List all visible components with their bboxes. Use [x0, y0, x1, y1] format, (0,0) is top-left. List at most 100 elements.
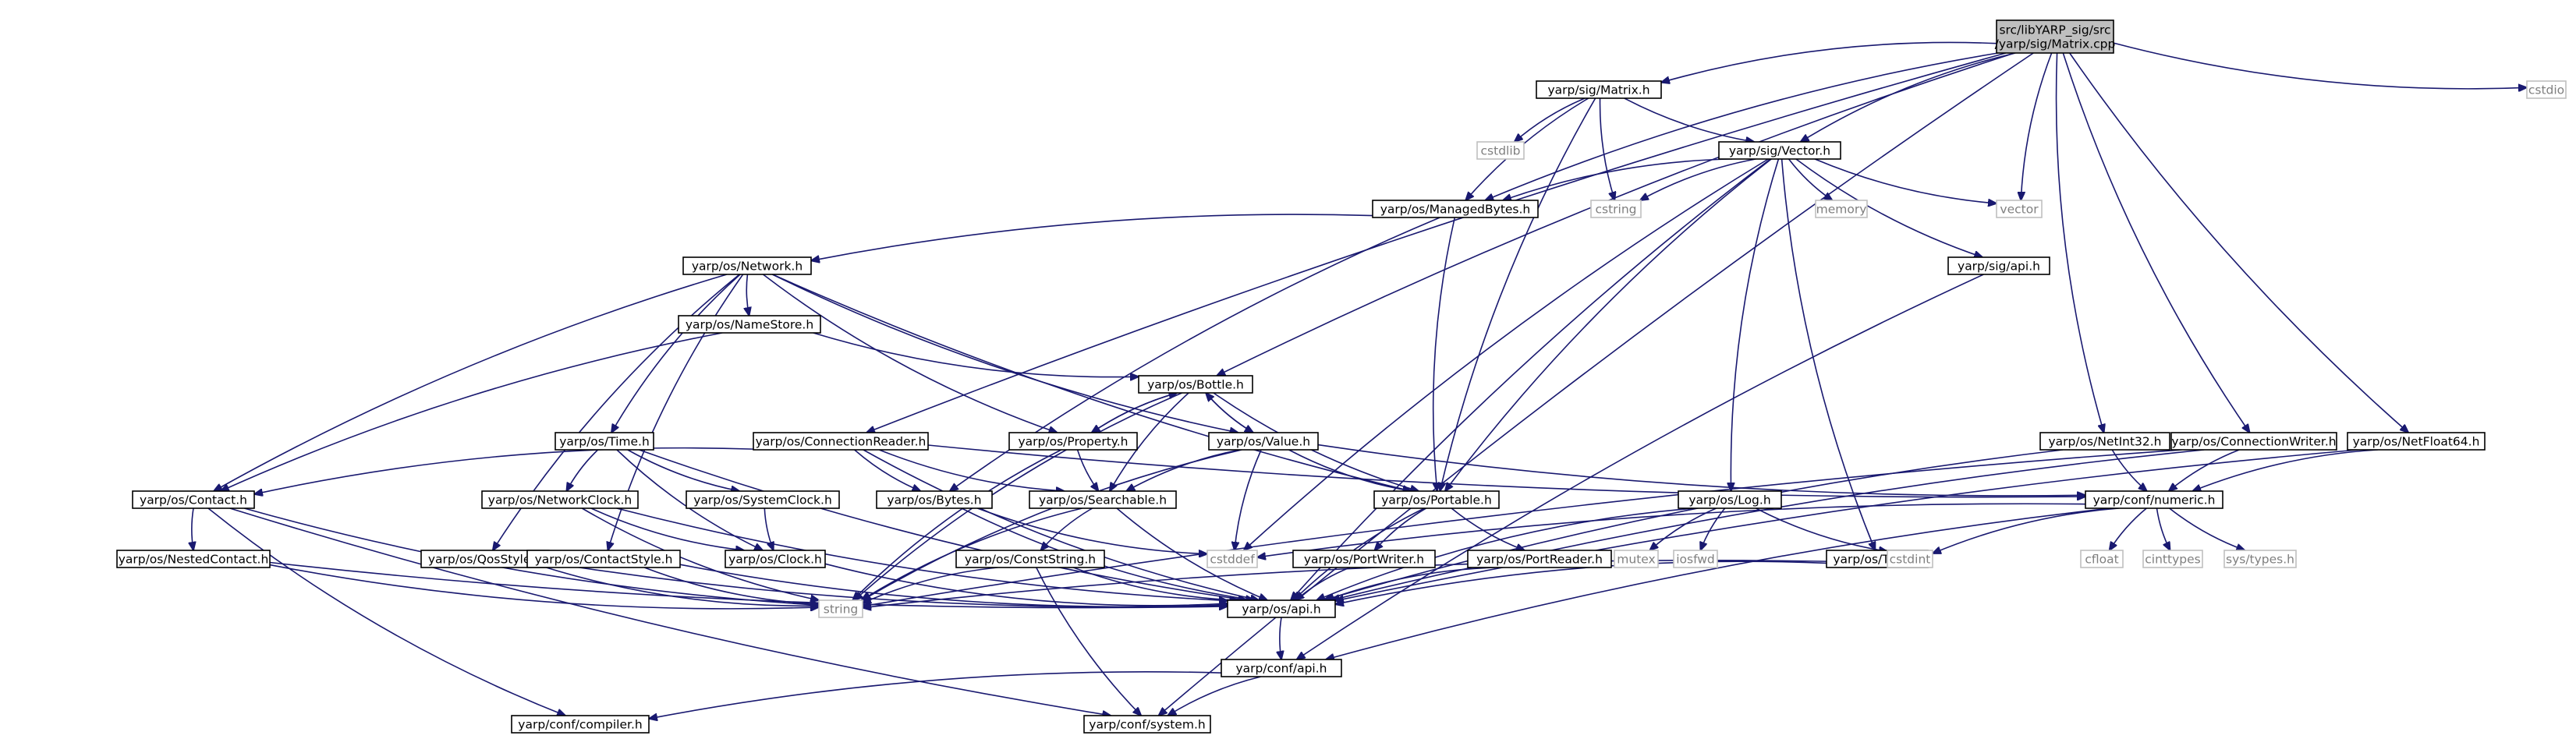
node-networkclock-h[interactable]: yarp/os/NetworkClock.h [481, 490, 639, 509]
edge-vector_h-to-sigapi_h [1795, 158, 1982, 257]
node-vector-h[interactable]: yarp/sig/Vector.h [1718, 141, 1841, 160]
node-label: yarp/conf/api.h [1235, 662, 1327, 676]
node-label: yarp/os/SystemClock.h [693, 493, 832, 507]
node-label: yarp/os/Searchable.h [1039, 493, 1167, 507]
node-label: mutex [1617, 553, 1655, 567]
edge-searchable_h-to-string [861, 507, 1082, 600]
node-label: yarp/os/Time.h [559, 435, 650, 449]
edge-value_h-to-numeric_h [1317, 444, 2085, 496]
node-cstring: cstring [1590, 200, 1642, 218]
node-connectionreader-h[interactable]: yarp/os/ConnectionReader.h [753, 432, 929, 451]
node-cstdio: cstdio [2526, 80, 2567, 99]
node-confapi-h[interactable]: yarp/conf/api.h [1221, 659, 1342, 677]
edge-log_h-to-mutex [1649, 507, 1717, 550]
edge-confapi_h-to-compiler_h [649, 671, 1222, 719]
node-label: yarp/os/api.h [1242, 603, 1320, 617]
node-label: yarp/os/NestedContact.h [119, 553, 269, 567]
edge-numeric_h-to-cstddef [1257, 503, 2086, 557]
node-label: yarp/os/Portable.h [1381, 493, 1492, 507]
node-label: memory [1816, 203, 1867, 217]
edge-type_h-to-osapi_h [1335, 560, 1827, 604]
edge-nestedcontact_h-to-string [269, 564, 819, 609]
node-netint32-h[interactable]: yarp/os/NetInt32.h [2039, 432, 2170, 451]
node-contact-h[interactable]: yarp/os/Contact.h [132, 490, 255, 509]
node-root[interactable]: src/libYARP_sig/src/yarp/sig/Matrix.cpp [1995, 19, 2116, 54]
edge-contact_h-to-compiler_h [207, 507, 565, 716]
edge-portable_h-to-portreader_h [1451, 507, 1525, 550]
edge-network_h-to-contactstyle_h [608, 274, 744, 550]
edge-netfloat64_h-to-numeric_h [2192, 449, 2378, 491]
edge-portreader_h-to-osapi_h [1326, 567, 1496, 600]
edge-numeric_h-to-cstdint [1933, 507, 2119, 553]
node-label: yarp/os/Bottle.h [1147, 378, 1244, 392]
node-label: sys/types.h [2226, 553, 2294, 567]
edge-property_h-to-bottle_h [1091, 393, 1178, 433]
edge-root-to-cstdio [2113, 42, 2527, 89]
node-cstdlib: cstdlib [1476, 141, 1525, 160]
edge-root-to-connectionwriter_h [2062, 52, 2249, 433]
edge-matrix_h-to-cstdlib [1515, 97, 1586, 142]
node-numeric-h[interactable]: yarp/conf/numeric.h [2085, 490, 2223, 509]
node-osapi-h[interactable]: yarp/os/api.h [1227, 599, 1336, 618]
node-network-h[interactable]: yarp/os/Network.h [682, 256, 812, 275]
node-cstddef: cstddef [1207, 550, 1258, 568]
node-matrix-h[interactable]: yarp/sig/Matrix.h [1536, 80, 1662, 99]
node-qosstyle-h[interactable]: yarp/os/QosStyle.h [420, 550, 550, 568]
node-connectionwriter-h[interactable]: yarp/os/ConnectionWriter.h [2170, 432, 2337, 451]
node-conststring-h[interactable]: yarp/os/ConstString.h [955, 550, 1105, 568]
node-portwriter-h[interactable]: yarp/os/PortWriter.h [1292, 550, 1436, 568]
edge-value_h-to-string [863, 449, 1242, 600]
edge-contact_h-to-system_h [229, 507, 1111, 716]
node-label: cstdlib [1481, 144, 1521, 158]
node-label: cfloat [2085, 553, 2118, 567]
node-label: yarp/os/NetInt32.h [2048, 435, 2161, 449]
edge-network_h-to-time_h [611, 274, 741, 433]
node-label: yarp/os/Contact.h [140, 493, 247, 507]
edge-root-to-connectionreader_h [866, 52, 2007, 433]
edge-vector_h-to-vector [1814, 158, 1997, 203]
edge-netfloat64_h-to-osapi_h [1335, 449, 2358, 601]
node-label: yarp/sig/Vector.h [1729, 144, 1830, 158]
node-label: cinttypes [2145, 553, 2200, 567]
node-memory: memory [1815, 200, 1868, 218]
edge-portable_h-to-portwriter_h [1374, 507, 1426, 550]
node-systemclock-h[interactable]: yarp/os/SystemClock.h [686, 490, 840, 509]
node-label: yarp/sig/api.h [1958, 260, 2040, 274]
edge-conststring_h-to-string [863, 567, 998, 603]
edge-qosstyle_h-to-string [546, 567, 819, 606]
edge-osapi_h-to-confapi_h [1280, 617, 1281, 659]
edge-value_h-to-portable_h [1288, 449, 1412, 491]
node-managedbytes-h[interactable]: yarp/os/ManagedBytes.h [1372, 200, 1539, 218]
node-portreader-h[interactable]: yarp/os/PortReader.h [1467, 550, 1612, 568]
node-portable-h[interactable]: yarp/os/Portable.h [1373, 490, 1500, 509]
edge-root-to-netfloat64_h [2069, 52, 2408, 433]
node-compiler-h[interactable]: yarp/conf/compiler.h [511, 715, 650, 734]
edge-root-to-vector [2021, 52, 2053, 200]
node-netfloat64-h[interactable]: yarp/os/NetFloat64.h [2347, 432, 2486, 451]
node-label: yarp/os/ConnectionReader.h [756, 435, 927, 449]
node-contactstyle-h[interactable]: yarp/os/ContactStyle.h [526, 550, 681, 568]
node-bottle-h[interactable]: yarp/os/Bottle.h [1138, 375, 1253, 394]
node-label: iosfwd [1676, 553, 1715, 567]
node-searchable-h[interactable]: yarp/os/Searchable.h [1029, 490, 1177, 509]
node-vector: vector [1996, 200, 2043, 218]
edge-namestore_h-to-bottle_h [813, 332, 1139, 377]
node-bytes-h[interactable]: yarp/os/Bytes.h [876, 490, 993, 509]
edge-network_h-to-value_h [772, 274, 1238, 433]
node-label: yarp/os/Property.h [1018, 435, 1128, 449]
edge-portable_h-to-osapi_h [1294, 507, 1425, 600]
node-property-h[interactable]: yarp/os/Property.h [1008, 432, 1138, 451]
node-system-h[interactable]: yarp/conf/system.h [1083, 715, 1211, 734]
node-namestore-h[interactable]: yarp/os/NameStore.h [678, 315, 821, 334]
node-sigapi-h[interactable]: yarp/sig/api.h [1947, 256, 2050, 275]
node-label: yarp/os/Value.h [1217, 435, 1310, 449]
node-value-h[interactable]: yarp/os/Value.h [1208, 432, 1319, 451]
edge-namestore_h-to-contact_h [221, 332, 723, 491]
node-log-h[interactable]: yarp/os/Log.h [1678, 490, 1782, 509]
node-clock-h[interactable]: yarp/os/Clock.h [725, 550, 826, 568]
node-nestedcontact-h[interactable]: yarp/os/NestedContact.h [116, 550, 271, 568]
edge-property_h-to-searchable_h [1076, 449, 1099, 491]
node-label: string [824, 603, 859, 617]
node-time-h[interactable]: yarp/os/Time.h [555, 432, 654, 451]
edge-network_h-to-namestore_h [746, 274, 749, 316]
